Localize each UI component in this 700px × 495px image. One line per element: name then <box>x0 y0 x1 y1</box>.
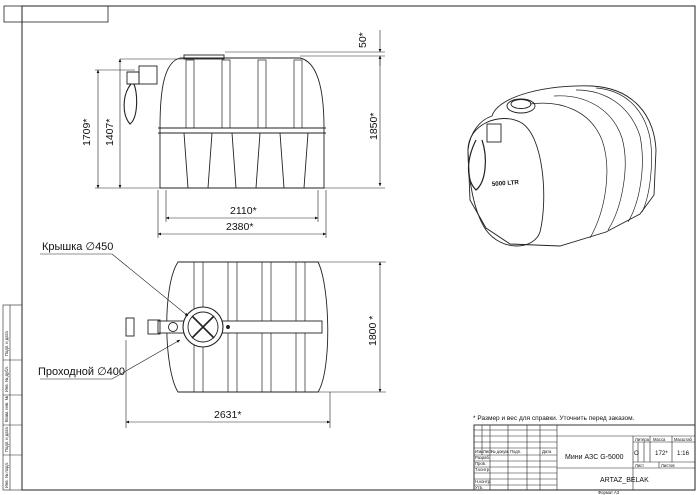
tb-sheet: Лист <box>635 463 644 468</box>
tb-product-name: Мини АЗС G-5000 <box>565 454 624 461</box>
dim-width-inner: 2110* <box>230 205 257 217</box>
lid-label: Крышка ∅450 <box>42 241 113 253</box>
dim-plan-length: 2631* <box>214 409 241 421</box>
dim-plan-width: 1800 * <box>367 316 379 346</box>
stamp-label-3: Взам. инв. № <box>4 396 9 422</box>
plan-pump-bracket <box>125 317 135 337</box>
dim-height-body: 1407* <box>104 119 116 146</box>
iso-tank-label: 5000 LTR <box>492 179 520 188</box>
title-block <box>473 424 696 491</box>
plan-manhole-inner <box>187 311 219 343</box>
iso-manhole <box>506 98 536 114</box>
tb-tkontr: Т.контр. <box>475 467 490 472</box>
stamp-label-5: Инв. № подл. <box>4 462 9 488</box>
iso-pump-box <box>486 123 502 143</box>
dim-top-gap: 50* <box>357 32 369 48</box>
tb-razrab: Разраб. <box>475 455 490 460</box>
front-dimensions <box>95 30 385 238</box>
front-hose <box>123 83 138 125</box>
plan-view <box>125 261 329 393</box>
tb-company: ARTAZ_BELAK <box>600 477 649 484</box>
tb-sheets: Листов <box>661 463 675 468</box>
stamp-label-1: Подп. и дата <box>4 331 9 356</box>
front-view <box>123 54 326 189</box>
iso-view <box>467 85 657 247</box>
tb-doc: № докум. <box>491 449 509 454</box>
tb-lit-value: О <box>634 450 639 457</box>
tb-mass-value: 172* <box>655 450 668 457</box>
iso-hose <box>467 139 486 191</box>
stamp-label-4: Подп. и дата <box>4 427 9 452</box>
dim-height-right: 1850* <box>368 113 380 140</box>
passage-label: Проходной ∅400 <box>38 366 125 378</box>
left-stamp-column <box>2 304 23 491</box>
tb-col-mass: Масса <box>653 437 666 442</box>
front-tank-body <box>159 57 325 189</box>
iso-tank-body <box>467 85 657 247</box>
tb-nkontr: Н.контр. <box>475 479 491 484</box>
dim-height-total-left: 1709* <box>81 119 93 146</box>
tb-sign: Подп. <box>510 449 521 454</box>
tb-list: Лист <box>483 449 492 454</box>
tb-date: Дата <box>542 449 552 454</box>
tb-prov: Пров. <box>475 461 486 466</box>
tb-utv: Утв. <box>475 485 483 490</box>
tb-scale-value: 1:16 <box>677 450 690 457</box>
tb-col-lit: Литера <box>635 437 650 442</box>
stamp-label-2: Инв. № дубл. <box>4 366 9 392</box>
footnote: * Размер и вес для справки. Уточнить пер… <box>473 415 635 422</box>
tb-format: Формат A3 <box>598 490 620 495</box>
front-pump-box <box>138 65 158 85</box>
sheet-frame <box>3 5 696 491</box>
front-top-cap <box>183 54 225 60</box>
plan-dimensions <box>40 253 386 428</box>
tb-izm: Изм <box>475 449 483 454</box>
tb-col-scale: Масштаб <box>674 437 693 442</box>
dim-width-outer: 2380* <box>226 221 253 233</box>
